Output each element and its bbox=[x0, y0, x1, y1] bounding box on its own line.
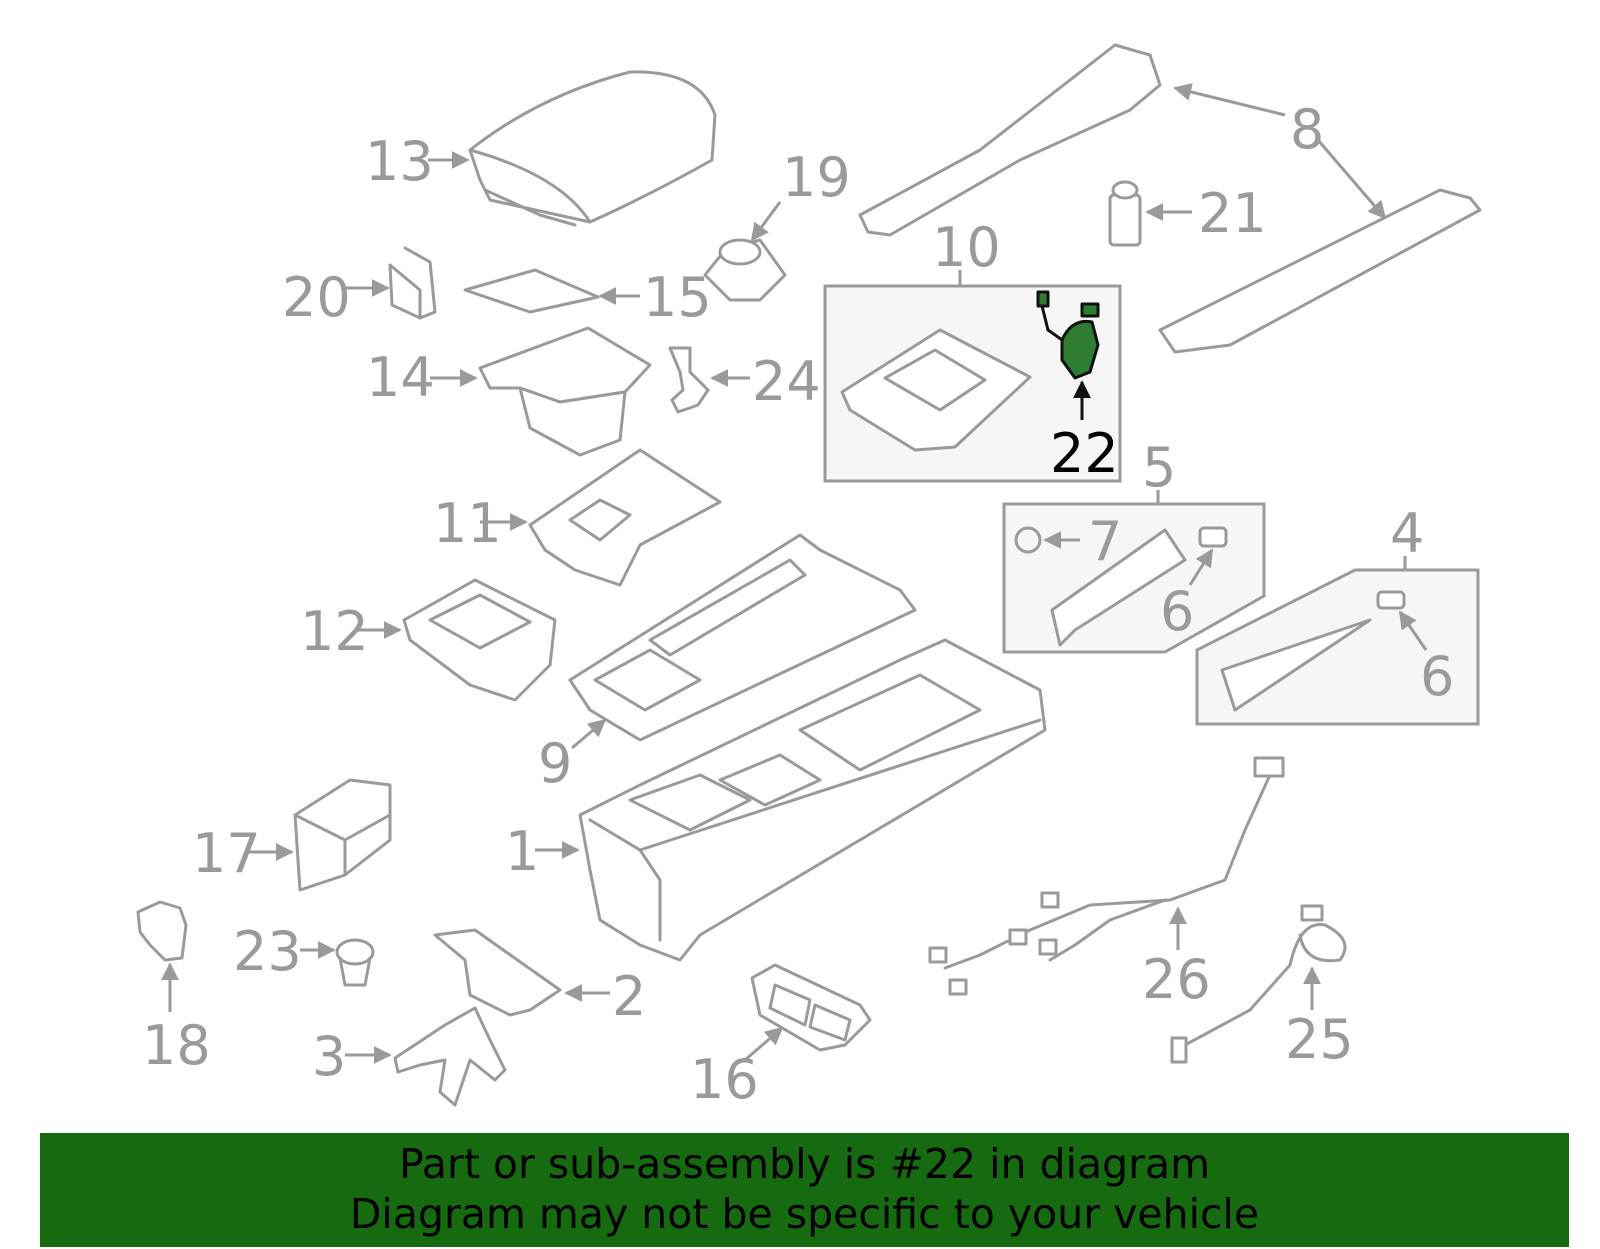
label-23: 23 bbox=[233, 920, 302, 983]
banner-line-1: Part or sub-assembly is #22 in diagram bbox=[398, 1140, 1211, 1188]
part-1-console[interactable] bbox=[578, 638, 1047, 962]
info-banner: Part or sub-assembly is #22 in diagram D… bbox=[40, 1133, 1569, 1247]
label-24: 24 bbox=[752, 350, 821, 413]
part-3-floor-bracket[interactable] bbox=[393, 1006, 507, 1107]
part-25-cable[interactable] bbox=[1170, 904, 1347, 1064]
part-20-clip[interactable] bbox=[388, 246, 437, 320]
leader-8b bbox=[1316, 139, 1387, 220]
part-9-trim-panel[interactable] bbox=[568, 533, 917, 742]
label-3: 3 bbox=[312, 1025, 346, 1088]
label-26: 26 bbox=[1142, 948, 1211, 1011]
part-16-vent-bezel[interactable] bbox=[750, 963, 872, 1052]
assembly-10-box[interactable] bbox=[823, 284, 1122, 483]
assembly-5-box[interactable] bbox=[1002, 502, 1266, 654]
part-22-highlighted[interactable] bbox=[1036, 290, 1100, 380]
label-8: 8 bbox=[1290, 98, 1324, 161]
label-4: 4 bbox=[1390, 502, 1424, 565]
label-2: 2 bbox=[612, 965, 646, 1028]
part-2-bracket[interactable] bbox=[433, 928, 562, 1017]
leader-16 bbox=[744, 1026, 784, 1062]
label-6b: 6 bbox=[1420, 645, 1454, 708]
part-19-knob[interactable] bbox=[703, 238, 787, 302]
part-26-wiring-harness[interactable] bbox=[928, 756, 1285, 996]
label-21: 21 bbox=[1198, 182, 1267, 245]
label-25: 25 bbox=[1285, 1008, 1354, 1071]
part-12-tray[interactable] bbox=[402, 578, 557, 702]
leader-6a bbox=[1188, 548, 1214, 586]
leader-9 bbox=[571, 718, 607, 750]
banner-line-2: Diagram may not be specific to your vehi… bbox=[349, 1190, 1260, 1238]
part-21-plug[interactable] bbox=[1108, 180, 1142, 247]
label-22: 22 bbox=[1050, 422, 1119, 485]
leader-8a bbox=[1173, 83, 1286, 117]
part-11-shifter-housing[interactable] bbox=[528, 448, 722, 587]
part-14-bin[interactable] bbox=[478, 326, 652, 457]
label-17: 17 bbox=[192, 822, 261, 885]
label-18: 18 bbox=[142, 1014, 211, 1077]
part-8-side-trims[interactable] bbox=[858, 43, 1482, 354]
label-16: 16 bbox=[690, 1048, 759, 1111]
label-1: 1 bbox=[505, 820, 539, 883]
label-6a: 6 bbox=[1160, 580, 1194, 643]
label-7: 7 bbox=[1088, 510, 1122, 573]
label-13: 13 bbox=[365, 130, 434, 193]
part-24-bracket[interactable] bbox=[668, 346, 710, 414]
label-5: 5 bbox=[1142, 436, 1176, 499]
label-19: 19 bbox=[782, 146, 851, 209]
label-20: 20 bbox=[282, 266, 351, 329]
label-14: 14 bbox=[366, 346, 435, 409]
leader-6b bbox=[1398, 610, 1428, 651]
label-15: 15 bbox=[643, 266, 712, 329]
part-15-pad[interactable] bbox=[463, 268, 600, 314]
part-18-clip[interactable] bbox=[136, 900, 188, 962]
part-23-socket[interactable] bbox=[335, 938, 375, 987]
label-9: 9 bbox=[538, 732, 572, 795]
label-10: 10 bbox=[932, 216, 1001, 279]
label-11: 11 bbox=[433, 492, 502, 555]
assembly-4-box[interactable] bbox=[1195, 568, 1480, 726]
part-13-armrest[interactable] bbox=[468, 70, 717, 227]
label-12: 12 bbox=[300, 600, 369, 663]
leader-19 bbox=[750, 201, 782, 242]
part-17-switch-module[interactable] bbox=[293, 778, 392, 892]
